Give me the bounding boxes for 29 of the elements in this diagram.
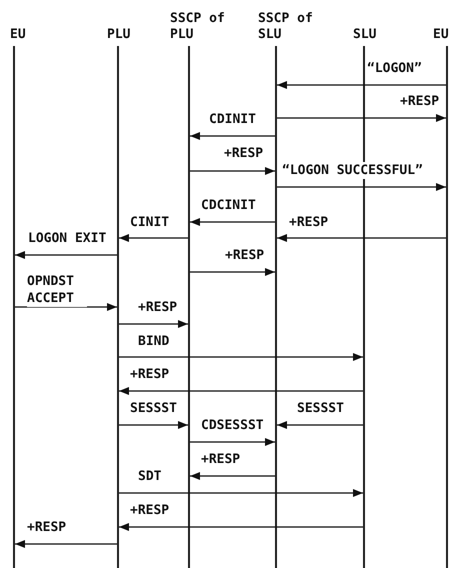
arrow xyxy=(277,114,446,122)
arrow xyxy=(190,132,275,140)
arrow xyxy=(119,320,188,328)
arrow xyxy=(277,81,446,89)
arrow xyxy=(119,523,363,531)
arrow xyxy=(119,421,188,429)
arrow xyxy=(119,353,363,361)
lifeline-header: SSCP of SLU xyxy=(258,11,314,43)
lifeline-header: PLU xyxy=(107,27,132,43)
arrow xyxy=(190,167,275,175)
lifeline-header: SSCP of PLU xyxy=(170,11,226,43)
arrow xyxy=(190,268,275,276)
arrow xyxy=(190,218,275,226)
arrow xyxy=(190,472,275,480)
lifeline-header: EU xyxy=(433,27,450,43)
arrow xyxy=(277,234,446,242)
arrow xyxy=(277,421,363,429)
edge-label: OPNDST ACCEPT xyxy=(27,273,87,307)
lifeline-header: SLU xyxy=(353,27,378,43)
lifeline-header: EU xyxy=(10,27,27,43)
arrow xyxy=(119,234,188,242)
edge-label: “LOGON SUCCESSFUL” xyxy=(282,162,423,179)
arrow xyxy=(15,303,117,311)
arrow xyxy=(277,183,446,191)
arrow xyxy=(119,387,363,395)
arrow xyxy=(119,489,363,497)
arrow xyxy=(190,438,275,446)
arrow xyxy=(15,540,117,548)
arrow xyxy=(15,251,117,259)
